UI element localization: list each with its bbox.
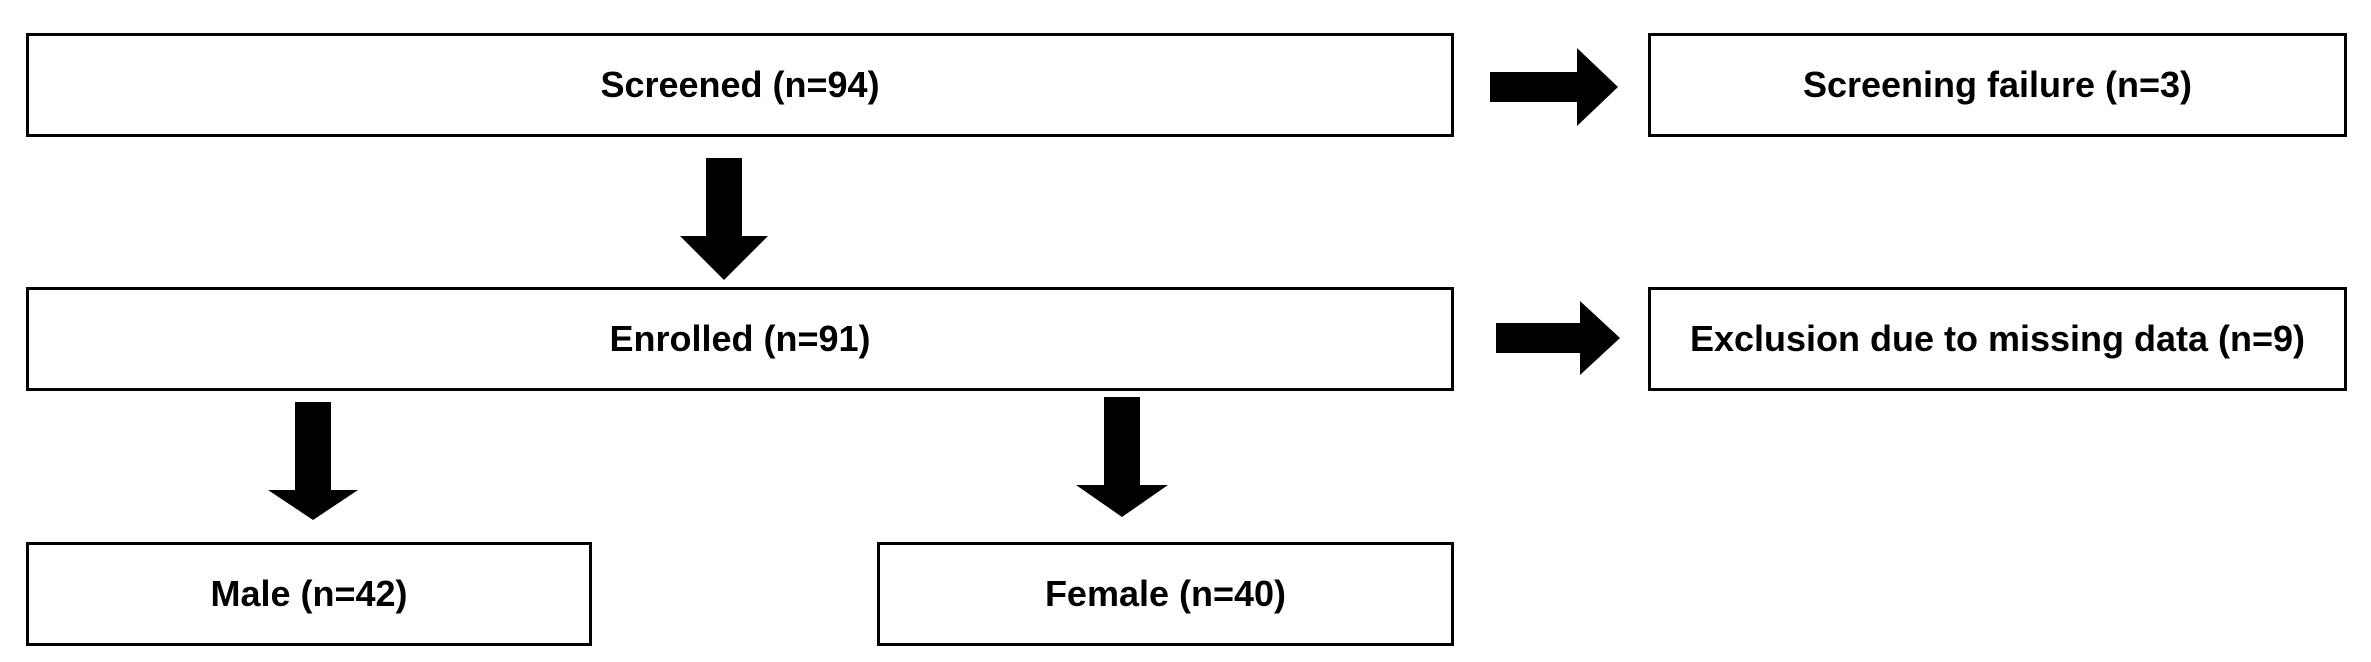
male-box: Male (n=42) <box>26 542 592 646</box>
screened-box: Screened (n=94) <box>26 33 1454 137</box>
enrolled-box: Enrolled (n=91) <box>26 287 1454 391</box>
down-arrow-icon <box>680 158 768 280</box>
screening-failure-box: Screening failure (n=3) <box>1648 33 2347 137</box>
right-arrow-icon <box>1496 301 1620 375</box>
exclusion-label: Exclusion due to missing data (n=9) <box>1689 318 2306 359</box>
right-arrow-icon <box>1490 48 1618 126</box>
down-arrow-icon <box>1076 397 1168 517</box>
screened-label: Screened (n=94) <box>600 64 880 105</box>
exclusion-box: Exclusion due to missing data (n=9) <box>1648 287 2347 391</box>
female-box: Female (n=40) <box>877 542 1454 646</box>
male-label: Male (n=42) <box>210 573 408 614</box>
screening-failure-label: Screening failure (n=3) <box>1802 64 2193 105</box>
female-label: Female (n=40) <box>1044 573 1287 614</box>
enrolled-label: Enrolled (n=91) <box>609 318 871 359</box>
down-arrow-icon <box>268 402 358 520</box>
